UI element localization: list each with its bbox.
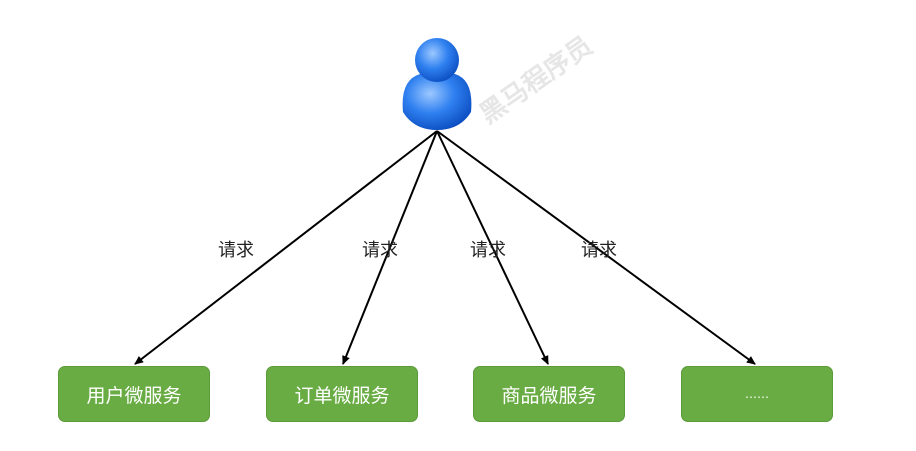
service-product: 商品微服务 <box>473 366 625 422</box>
user-icon <box>402 38 472 130</box>
edge-arrow-3 <box>436 130 549 365</box>
edge-label-2: 请求 <box>362 240 398 261</box>
edge-arrow-1 <box>134 130 438 365</box>
service-more: …… <box>681 366 833 422</box>
edge-label-4: 请求 <box>581 240 617 261</box>
service-user: 用户微服务 <box>58 366 210 422</box>
service-label: 订单微服务 <box>294 384 390 407</box>
service-order: 订单微服务 <box>266 366 418 422</box>
edge-arrow-2 <box>342 130 438 365</box>
service-label: 商品微服务 <box>501 384 597 407</box>
edge-arrow-4 <box>436 130 756 365</box>
edge-label-1: 请求 <box>218 240 254 261</box>
service-label: 用户微服务 <box>86 384 182 407</box>
service-label: …… <box>745 387 769 401</box>
edge-label-3: 请求 <box>470 240 506 261</box>
